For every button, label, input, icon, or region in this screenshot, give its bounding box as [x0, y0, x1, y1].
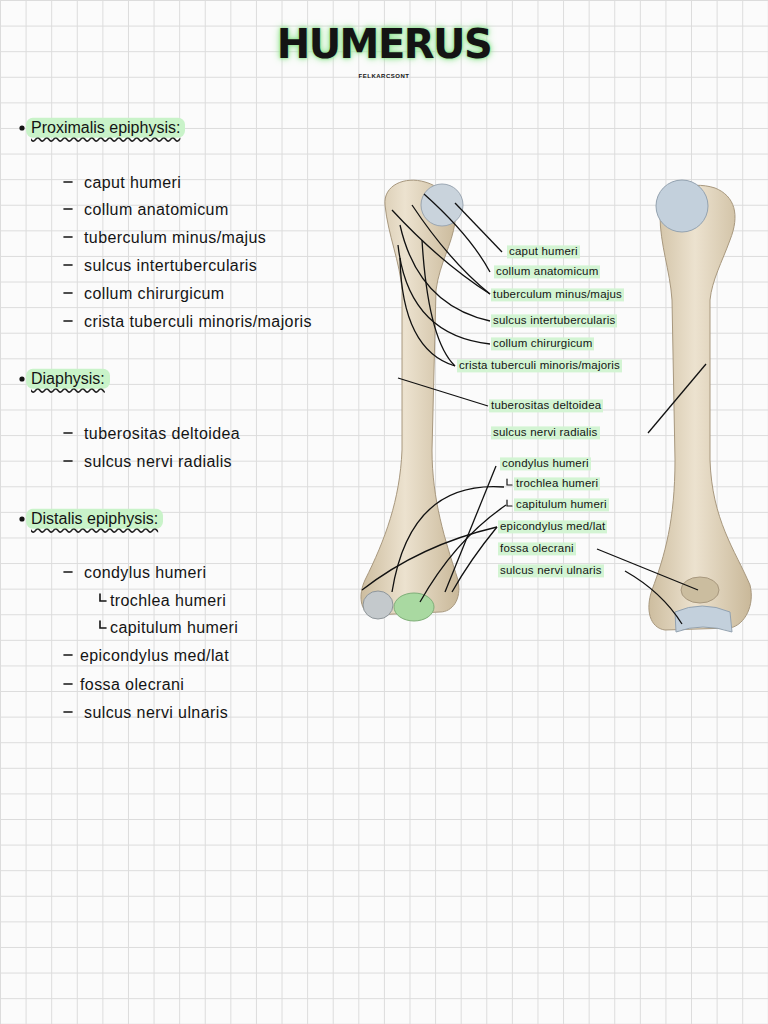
- list-item: tuberculum minus/majus: [84, 229, 266, 247]
- subtitle-note: FELKARCSONT: [359, 73, 410, 80]
- list-dash: [64, 320, 72, 322]
- list-dash: [64, 208, 72, 210]
- part-label: crista tuberculi minoris/majoris: [457, 359, 622, 372]
- leader-line: [400, 258, 455, 366]
- trochlea-surface: [363, 591, 393, 619]
- list-item: crista tuberculi minoris/majoris: [84, 313, 312, 331]
- bullet-dot: [20, 377, 24, 381]
- section-heading: Diaphysis:: [26, 369, 110, 389]
- part-label: epicondylus med/lat: [498, 520, 607, 533]
- list-item: condylus humeri: [84, 564, 207, 582]
- capitulum-surface: [394, 593, 434, 621]
- leader-line: [420, 505, 506, 602]
- olecranon-fossa: [681, 577, 719, 603]
- list-dash: [64, 236, 72, 238]
- leader-line: [597, 549, 698, 590]
- leader-line: [648, 364, 706, 433]
- list-dash: [64, 711, 72, 713]
- page-title: HUMERUS: [277, 21, 492, 67]
- part-label: fossa olecrani: [498, 542, 576, 555]
- part-label: sulcus intertubercularis: [491, 314, 617, 327]
- list-item: collum anatomicum: [84, 201, 229, 219]
- part-label: capitulum humeri: [514, 498, 609, 511]
- humeral-head: [656, 180, 708, 232]
- sub-item-hook: [507, 479, 512, 485]
- list-item: trochlea humeri: [110, 592, 226, 610]
- part-label: condylus humeri: [500, 457, 591, 470]
- list-dash: [64, 654, 72, 656]
- list-dash: [64, 292, 72, 294]
- part-label: sulcus nervi ulnaris: [498, 564, 604, 577]
- part-label: trochlea humeri: [514, 477, 600, 490]
- list-item: tuberositas deltoidea: [84, 425, 240, 443]
- leader-line: [625, 571, 682, 624]
- list-item: sulcus nervi radialis: [84, 453, 232, 471]
- leader-line: [400, 225, 490, 321]
- part-label: sulcus nervi radialis: [491, 426, 600, 439]
- trochlea-surface: [675, 606, 732, 632]
- section-heading: Distalis epiphysis:: [26, 509, 163, 529]
- list-dash: [64, 432, 72, 434]
- leader-line: [392, 487, 504, 592]
- sub-item-hook: [100, 621, 106, 628]
- list-dash: [64, 683, 72, 685]
- leader-line: [398, 378, 488, 406]
- bullet-dot: [20, 517, 24, 521]
- sub-item-hook: [100, 594, 106, 601]
- humerus-posterior: [649, 185, 751, 630]
- leader-line: [452, 527, 497, 592]
- list-dash: [64, 181, 72, 183]
- section-heading: Proximalis epiphysis:: [26, 118, 185, 138]
- part-label: collum anatomicum: [494, 265, 600, 278]
- list-item: sulcus intertubercularis: [84, 257, 257, 275]
- sub-item-hook: [507, 500, 512, 506]
- list-dash: [64, 264, 72, 266]
- leader-line: [455, 203, 502, 252]
- list-item: caput humeri: [84, 174, 181, 192]
- list-item: collum chirurgicum: [84, 285, 225, 303]
- part-label: tuberculum minus/majus: [491, 288, 624, 301]
- list-item: capitulum humeri: [110, 619, 238, 637]
- leader-line: [362, 527, 497, 590]
- list-item: sulcus nervi ulnaris: [84, 704, 228, 722]
- list-item: fossa olecrani: [80, 676, 184, 694]
- list-dash: [64, 571, 72, 573]
- leader-line: [422, 240, 455, 366]
- bullet-dot: [20, 126, 24, 130]
- part-label: collum chirurgicum: [491, 337, 594, 350]
- humerus-anterior: [361, 180, 459, 615]
- list-item: epicondylus med/lat: [80, 647, 229, 665]
- leader-line: [424, 194, 490, 272]
- part-label: tuberositas deltoidea: [489, 399, 603, 412]
- part-label: caput humeri: [507, 245, 580, 258]
- list-dash: [64, 460, 72, 462]
- leader-line: [398, 245, 490, 344]
